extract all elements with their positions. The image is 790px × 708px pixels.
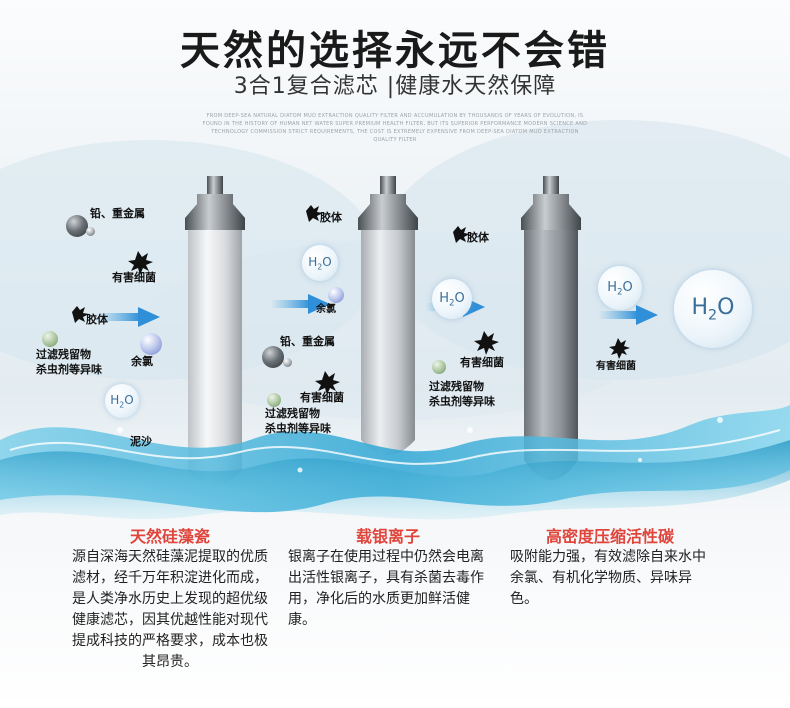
bacteria-icon-2 bbox=[315, 371, 340, 395]
small-particle bbox=[86, 227, 95, 236]
flow-arrow-4 bbox=[598, 305, 658, 325]
bacteria-icon-1 bbox=[128, 251, 153, 275]
h2o-bubble-3: H2O bbox=[432, 279, 472, 319]
stage1-sand-label: 泥沙 bbox=[130, 435, 152, 448]
column-3-text: 吸附能力强，有效滤除自来水中余氯、有机化学物质、异味异色。 bbox=[510, 549, 706, 607]
stage3-bacteria-label: 有害细菌 bbox=[460, 356, 504, 369]
h2o-bubble-large-text: H2O bbox=[691, 294, 735, 324]
stage1-colloid-label: 胶体 bbox=[86, 313, 108, 326]
h2o-bubble-2-text: H2O bbox=[308, 254, 332, 272]
column-2-title: 载银离子 bbox=[355, 527, 420, 546]
h2o-bubble-1: H2O bbox=[105, 384, 139, 418]
residue-particle-3 bbox=[432, 360, 446, 374]
stage2-colloid-label: 胶体 bbox=[320, 211, 342, 224]
heavy-metal-particle-2 bbox=[262, 346, 284, 368]
chlorine-particle bbox=[140, 333, 162, 355]
page-title: 天然的选择永远不会错 bbox=[180, 28, 610, 74]
stage1-lead-label: 铅、重金属 bbox=[90, 207, 145, 220]
flow-arrow-2 bbox=[270, 294, 330, 314]
stage2-lead-label: 铅、重金属 bbox=[280, 335, 335, 348]
stage4-bacteria-label: 有害细菌 bbox=[596, 361, 636, 372]
filter-cartridge-2 bbox=[358, 176, 418, 455]
column-2-text: 银离子在使用过程中仍然会电离出活性银离子，具有杀菌去毒作用，净化后的水质更加鲜活… bbox=[288, 549, 484, 628]
column-1-title: 天然硅藻瓷 bbox=[129, 527, 210, 546]
residue-particle-2 bbox=[267, 393, 281, 407]
bacteria-icon-4 bbox=[609, 338, 630, 359]
stage1-residue-label: 过滤残留物 杀虫剂等异味 bbox=[36, 348, 102, 376]
stage3-residue-label: 过滤残留物 杀虫剂等异味 bbox=[429, 380, 495, 408]
small-particle-2 bbox=[283, 358, 292, 367]
h2o-bubble-4-text: H2O bbox=[607, 279, 633, 297]
column-3-title: 高密度压缩活性碳 bbox=[545, 527, 674, 546]
filter-cartridge-3 bbox=[521, 176, 581, 480]
flow-arrow-1 bbox=[95, 307, 160, 327]
colloid-icon-3 bbox=[453, 226, 470, 243]
filter-cartridge-1 bbox=[185, 176, 245, 485]
colloid-icon-2 bbox=[306, 205, 323, 222]
page-subtitle: 3合1复合滤芯 |健康水天然保障 bbox=[233, 74, 557, 99]
h2o-bubble-4: H2O bbox=[598, 266, 642, 310]
chlorine-particle-2 bbox=[328, 287, 344, 303]
stage2-bacteria-label: 有害细菌 bbox=[300, 391, 344, 404]
h2o-bubble-3-text: H2O bbox=[439, 290, 465, 308]
heavy-metal-particle bbox=[66, 215, 88, 237]
residue-particle bbox=[42, 331, 58, 347]
fine-print: FROM DEEP-SEA NATURAL DIATOM MUD EXTRACT… bbox=[202, 113, 588, 143]
stage1-chlorine-label: 余氯 bbox=[131, 355, 153, 368]
stage1-bacteria-label: 有害细菌 bbox=[112, 271, 156, 284]
stage2-chlorine-label: 余氯 bbox=[316, 304, 336, 315]
h2o-bubble-1-text: H2O bbox=[110, 392, 134, 410]
colloid-icon-1 bbox=[72, 306, 89, 323]
h2o-bubble-2: H2O bbox=[302, 245, 338, 281]
stage2-residue-label: 过滤残留物 杀虫剂等异味 bbox=[265, 407, 331, 435]
stage3-colloid-label: 胶体 bbox=[467, 231, 489, 244]
h2o-bubble-large: H2O bbox=[674, 270, 752, 348]
bacteria-icon-3 bbox=[474, 331, 499, 355]
column-1-text: 源自深海天然硅藻泥提取的优质滤材，经千万年积淀进化而成，是人类净水历史上发现的超… bbox=[72, 549, 268, 670]
